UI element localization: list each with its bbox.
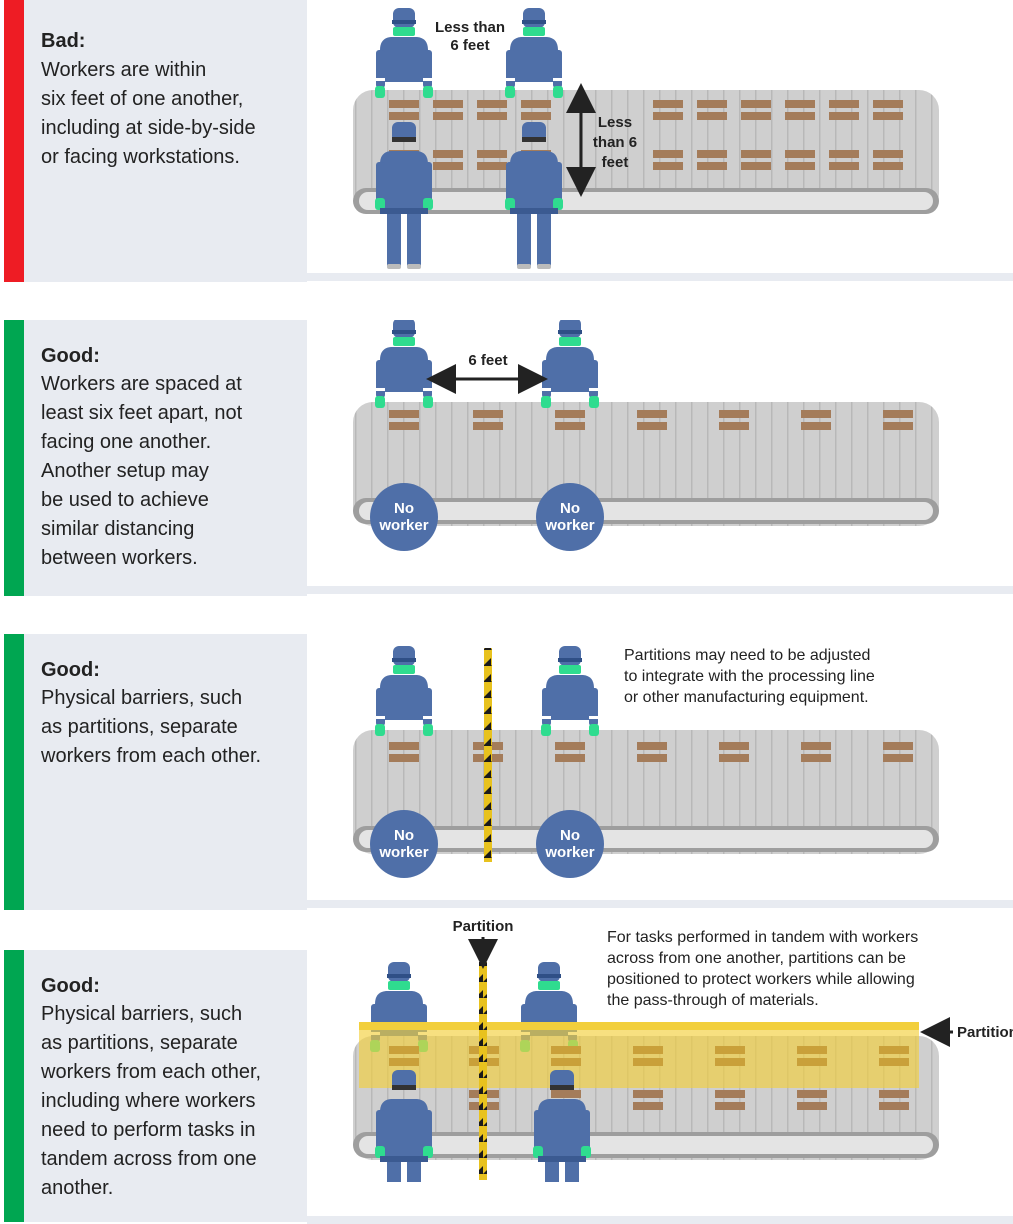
conveyor-belt [353,402,939,526]
status-bar-good [4,950,24,1222]
worker-back-2 [505,8,563,98]
panel-heading: Good: [41,345,100,367]
desc-line: tandem across from one [41,1148,257,1170]
desc-line: workers from each other, [41,1061,262,1083]
scene-good-spacing: 6 feet No worker No worker [353,320,939,551]
desc-line: as partitions, separate [41,716,238,738]
svg-text:No: No [560,827,580,844]
status-bar-good [4,634,24,910]
panel-good-spacing: Good: Workers are spaced at least six fe… [0,320,1013,596]
status-bar-good [4,320,24,596]
panel-heading: Bad: [41,30,86,52]
desc-line: Physical barriers, such [41,687,243,709]
text-box: Good: Physical barriers, such as partiti… [24,950,307,1222]
scene-bad: Less than 6 feet Less than 6 feet [353,8,939,269]
desc-line: need to perform tasks in [41,1119,256,1141]
note-line: across from one another, partitions can … [607,950,906,967]
conveyor-belt [353,90,939,214]
floor-strip [307,273,1013,281]
desc-line: be used to achieve [41,489,209,511]
partition-post [484,648,492,862]
partition-edge [359,1022,919,1030]
label-top-line1: Less than [435,19,505,36]
note-line: Partitions may need to be adjusted [624,647,870,664]
desc-line: facing one another. [41,431,212,453]
panel-description: Workers are spaced at least six feet apa… [41,370,303,573]
panel-bad: Bad: Workers are within six feet of one … [0,0,1013,282]
status-bar-bad [4,0,24,282]
floor-strip [307,1216,1013,1224]
desc-line: Physical barriers, such [41,1003,243,1025]
panel-heading: Good: [41,659,100,681]
desc-line: including at side-by-side [41,117,256,139]
label-top-line2: 6 feet [450,37,489,54]
worker-back-2 [541,646,599,736]
text-box: Good: Workers are spaced at least six fe… [24,320,307,596]
text-box: Good: Physical barriers, such as partiti… [24,634,307,910]
desc-line: or facing workstations. [41,146,240,168]
note-line: positioned to protect workers while allo… [607,971,915,988]
floor-strip [307,586,1013,594]
note-line: For tasks performed in tandem with worke… [607,929,918,946]
no-worker-marker: No worker [370,810,438,878]
svg-text:No: No [560,500,580,517]
desc-line: Another setup may [41,460,209,482]
desc-line: workers from each other. [41,745,262,767]
svg-text:worker: worker [378,517,428,534]
partition-top-label: Partition [453,918,514,935]
scene-good-tandem: Partition Partition For tasks performed … [353,918,1013,1182]
note-line: or other manufacturing equipment. [624,689,869,706]
desc-line: between workers. [41,547,198,569]
desc-line: similar distancing [41,518,195,540]
svg-text:No: No [394,500,414,517]
label-side-line3: feet [602,154,629,171]
text-box: Bad: Workers are within six feet of one … [24,0,307,282]
worker-back-1 [375,8,433,98]
desc-line: as partitions, separate [41,1032,238,1054]
desc-line: six feet of one another, [41,88,244,110]
worker-back-2 [541,320,599,408]
desc-line: another. [41,1177,114,1199]
panel-good-partitions: Good: Physical barriers, such as partiti… [0,634,1013,910]
desc-line: including where workers [41,1090,256,1112]
floor-strip [307,900,1013,908]
panel-description: Workers are within six feet of one anoth… [41,56,303,172]
panel-description: Physical barriers, such as partitions, s… [41,684,303,771]
note-line: to integrate with the processing line [624,668,875,685]
no-worker-marker: No worker [370,483,438,551]
worker-back-1 [375,646,433,736]
desc-line: Workers are within [41,59,207,81]
label-side-line2: than 6 [593,134,637,151]
partition-post [479,962,487,1180]
distance-label: 6 feet [468,352,507,369]
scene-good-partitions: No worker No worker Partitions may need … [353,646,939,878]
panel-heading: Good: [41,975,100,997]
note-line: the pass-through of materials. [607,992,819,1009]
label-side-line1: Less [598,114,632,131]
svg-text:worker: worker [378,844,428,861]
panel-description: Physical barriers, such as partitions, s… [41,1000,303,1203]
panel-good-tandem: Good: Physical barriers, such as partiti… [0,918,1013,1224]
no-worker-marker: No worker [536,810,604,878]
svg-text:worker: worker [544,844,594,861]
desc-line: Workers are spaced at [41,373,242,395]
no-worker-marker: No worker [536,483,604,551]
svg-text:worker: worker [544,517,594,534]
partition-side-label: Partition [957,1024,1013,1041]
svg-text:No: No [394,827,414,844]
worker-back-1 [375,320,433,408]
desc-line: least six feet apart, not [41,402,243,424]
